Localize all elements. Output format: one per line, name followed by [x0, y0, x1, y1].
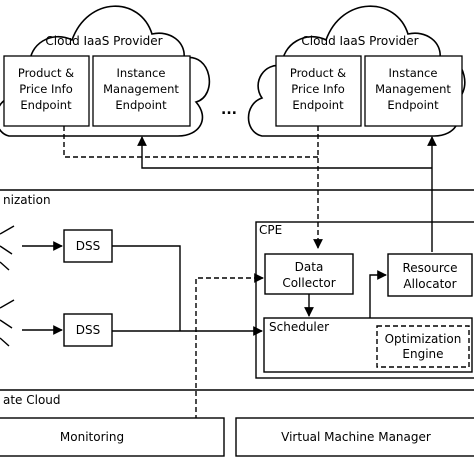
- product-endpoint-2-line-1: Product &: [290, 66, 346, 80]
- dss-1-to-scheduler: [112, 245, 181, 331]
- user-figure-1: [0, 225, 15, 271]
- dss-box-2: [63, 313, 113, 347]
- monitoring-box: [0, 417, 225, 457]
- data-collector-line-2: Collector: [282, 276, 335, 290]
- instance-endpoint-2-line-2: Management: [375, 82, 451, 96]
- instance-endpoint-1-line-3: Endpoint: [115, 98, 167, 112]
- dss-box-1: [63, 229, 113, 263]
- product-endpoint-1-line-3: Endpoint: [20, 98, 72, 112]
- resource-allocator-line-1: Resource: [402, 261, 457, 275]
- organization-label: nization: [3, 193, 51, 207]
- scheduler-label: Scheduler: [269, 320, 329, 334]
- monitoring-to-collector: [195, 273, 264, 420]
- instance-mgmt-endpoint-2: [364, 55, 463, 127]
- cpe-container: [255, 221, 474, 379]
- cloud-provider-2: Cloud IaaS Provider Product & Price Info…: [247, 5, 466, 137]
- instance-endpoint-2-line-1: Instance: [389, 66, 438, 80]
- user-figure-2: [0, 299, 15, 347]
- monitoring-label: Monitoring: [60, 430, 124, 444]
- dss-2-label: DSS: [76, 323, 100, 337]
- cloud-2-title: Cloud IaaS Provider: [301, 34, 418, 48]
- instance-endpoint-1-line-1: Instance: [117, 66, 166, 80]
- dss-1-label: DSS: [76, 239, 100, 253]
- cpe-label: CPE: [259, 223, 282, 237]
- product-endpoint-2-line-3: Endpoint: [292, 98, 344, 112]
- instance-mgmt-branch: [137, 136, 432, 169]
- product-endpoint-2-line-2: Price Info: [291, 82, 344, 96]
- product-endpoint-1-line-1: Product &: [18, 66, 74, 80]
- optimization-engine-line-1: Optimization: [385, 332, 462, 346]
- optimization-engine-line-2: Engine: [402, 347, 443, 361]
- instance-endpoint-1-line-2: Management: [103, 82, 179, 96]
- product-endpoint-1-line-2: Price Info: [19, 82, 72, 96]
- optimization-engine-box: [376, 325, 470, 368]
- vm-manager-box: [235, 417, 474, 457]
- cloud-provider-1: Cloud IaaS Provider Product & Price Info…: [0, 5, 211, 137]
- data-collector-box: [264, 253, 354, 295]
- ellipsis: ...: [221, 102, 237, 118]
- instance-mgmt-endpoint-1: [92, 55, 191, 127]
- resource-allocator-line-2: Allocator: [403, 277, 456, 291]
- product-price-endpoint-1: [3, 55, 90, 127]
- data-collector-line-1: Data: [295, 260, 324, 274]
- resource-allocator-box: [387, 253, 473, 297]
- cloud-1-title: Cloud IaaS Provider: [45, 34, 162, 48]
- instance-endpoint-2-line-3: Endpoint: [387, 98, 439, 112]
- scheduler-to-allocator: [369, 270, 387, 318]
- product-price-endpoint-2: [275, 55, 362, 127]
- vm-manager-label: Virtual Machine Manager: [281, 430, 431, 444]
- price-info-dashed-bus: [63, 126, 318, 248]
- private-cloud-label: ate Cloud: [3, 393, 61, 407]
